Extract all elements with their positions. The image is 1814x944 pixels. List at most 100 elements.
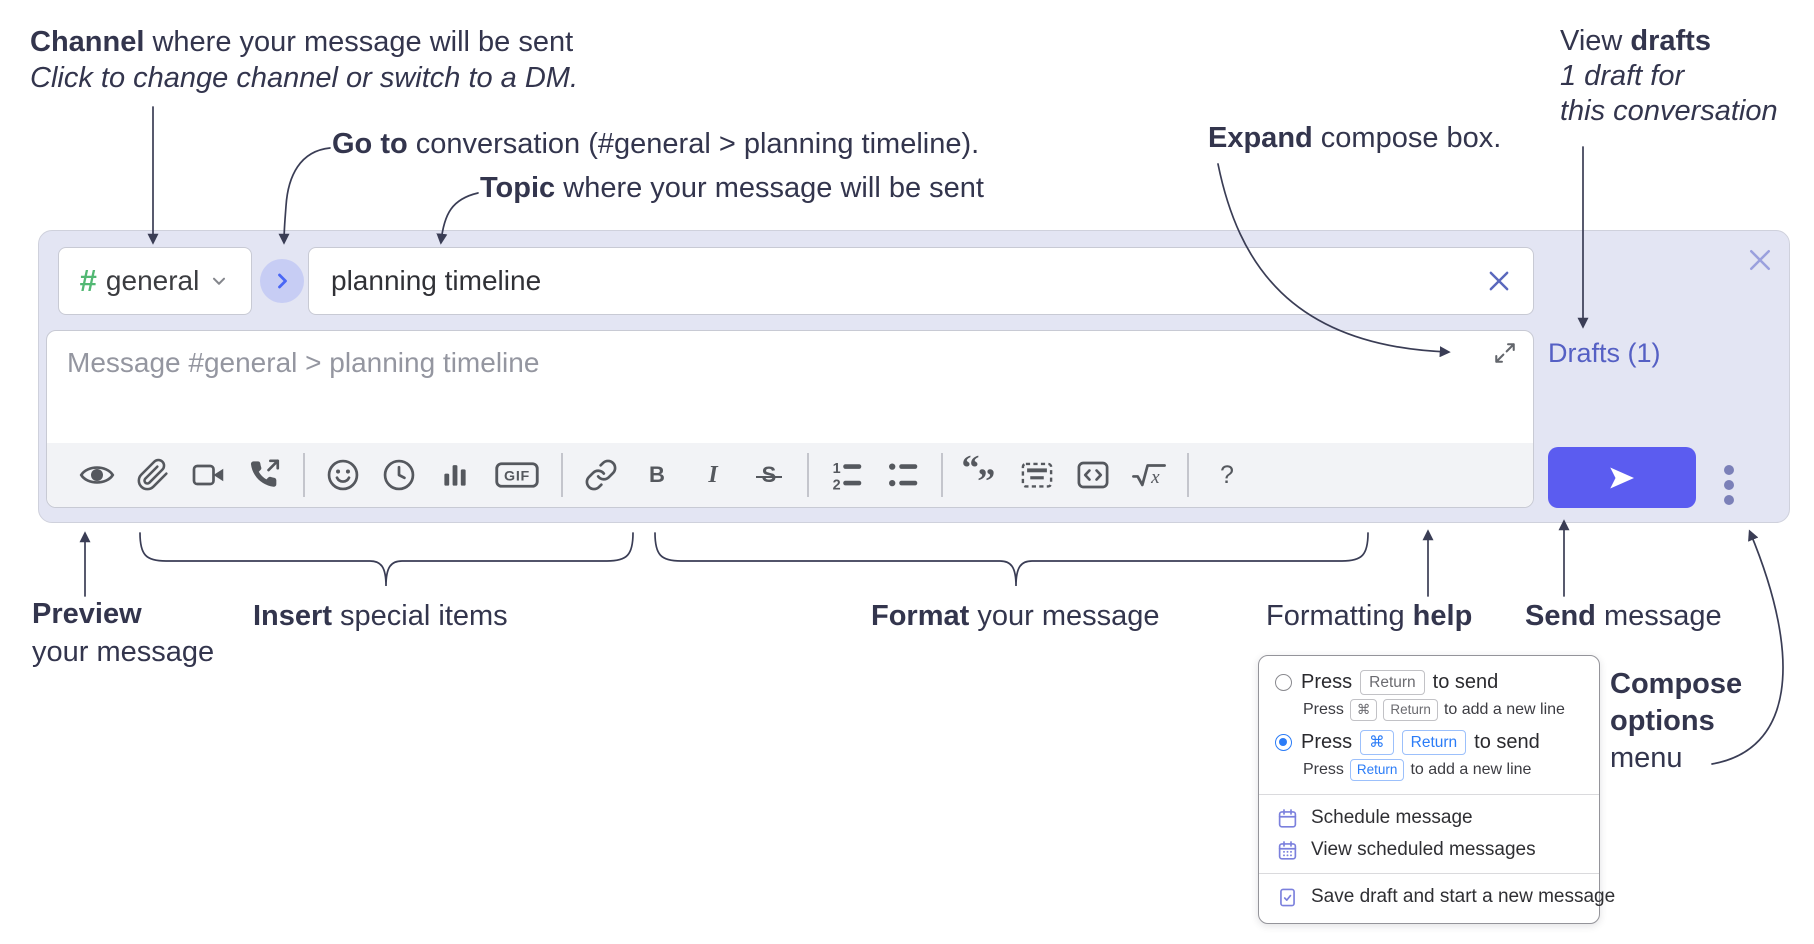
radio-unchecked-icon[interactable]: [1275, 674, 1292, 691]
math-button[interactable]: x: [1128, 451, 1170, 499]
video-call-button[interactable]: [188, 451, 230, 499]
add-global-time-button[interactable]: [378, 451, 420, 499]
menu-divider: [1259, 873, 1599, 874]
numbered-list-icon: 1 2: [833, 461, 862, 493]
paperclip-icon: [137, 458, 168, 491]
insert-annotation: Insert special items: [253, 598, 508, 634]
bold-icon: B: [649, 462, 665, 487]
menu-item-schedule-message[interactable]: Schedule message: [1259, 802, 1599, 834]
option-text: Press: [1301, 731, 1353, 753]
menu-item-label: View scheduled messages: [1311, 839, 1536, 860]
menu-item-label: Schedule message: [1311, 807, 1473, 828]
quote-icon: “ ”: [962, 448, 996, 502]
annotation-text: Topic: [480, 172, 556, 204]
voice-call-button[interactable]: [244, 451, 286, 499]
radio-checked-icon[interactable]: [1275, 734, 1292, 751]
message-area: GIF B I S: [46, 330, 1534, 508]
insert-link-button[interactable]: [580, 451, 622, 499]
chevron-down-icon: [213, 277, 226, 285]
expand-compose-button[interactable]: [1491, 339, 1519, 367]
preview-message-button[interactable]: [76, 451, 118, 499]
send-option-cmd-enter[interactable]: Press ⌘ Return to send: [1259, 727, 1599, 757]
add-poll-button[interactable]: [434, 451, 476, 499]
annotation-text: message: [1595, 600, 1722, 632]
italic-button[interactable]: I: [692, 451, 734, 499]
option-text: Press: [1303, 701, 1344, 718]
svg-text:x: x: [1150, 467, 1160, 488]
channel-selector-button[interactable]: # general: [58, 247, 252, 315]
bulleted-list-icon: [889, 463, 918, 487]
spoiler-button[interactable]: [1016, 451, 1058, 499]
return-key: Return: [1401, 730, 1467, 755]
add-emoji-button[interactable]: [322, 451, 364, 499]
annotation-text: Format: [871, 600, 970, 632]
strikethrough-button[interactable]: S: [748, 451, 790, 499]
option-text: to add a new line: [1443, 701, 1565, 718]
compose-options-annotation: Compose options menu: [1610, 666, 1742, 777]
add-gif-button[interactable]: GIF: [490, 451, 544, 499]
annotation-text: Preview: [32, 598, 142, 630]
bulleted-list-button[interactable]: [882, 451, 924, 499]
eye-icon: [79, 466, 115, 484]
calendar-grid-icon: [1278, 840, 1297, 860]
compose-options-menu: Press Return to send Press ⌘ Return to a…: [1258, 655, 1615, 924]
bold-button[interactable]: B: [636, 451, 678, 499]
close-icon: [1750, 250, 1770, 270]
quote-button[interactable]: “ ”: [960, 448, 1002, 502]
topic-annotation: Topic where your message will be sent: [480, 170, 984, 206]
svg-text:“: “: [962, 448, 980, 488]
annotation-text: conversation (#general > planning timeli…: [407, 128, 980, 160]
clear-topic-button[interactable]: [1481, 263, 1517, 299]
annotation-text: help: [1412, 600, 1473, 632]
option-text: Press: [1303, 761, 1344, 778]
drafts-annotation: View drafts 1 draft for this conversatio…: [1560, 24, 1778, 129]
menu-item-save-draft-new-message[interactable]: Save draft and start a new message: [1259, 881, 1615, 913]
annotation-text: Send: [1525, 600, 1596, 632]
annotation-text: this conversation: [1560, 95, 1778, 127]
code-button[interactable]: [1072, 451, 1114, 499]
drafts-link[interactable]: Drafts (1): [1548, 338, 1661, 368]
send-button[interactable]: [1548, 447, 1696, 508]
calendar-icon: [1278, 808, 1297, 828]
video-camera-icon: [192, 464, 224, 486]
channel-hash-icon: #: [79, 263, 97, 298]
draft-document-check-icon: [1280, 888, 1295, 906]
topic-input[interactable]: [329, 264, 1481, 298]
menu-item-label: Save draft and start a new message: [1311, 886, 1616, 907]
message-input[interactable]: [47, 331, 1533, 443]
close-compose-button[interactable]: [1740, 240, 1780, 280]
bar-chart-icon: [444, 465, 466, 486]
annotation-text: Go to: [332, 128, 408, 160]
link-icon: [585, 459, 617, 491]
annotation-text: where your message will be sent: [555, 172, 984, 204]
annotation-text: View: [1560, 25, 1631, 57]
preview-annotation: Preview your message: [32, 595, 214, 671]
annotation-text: your message: [969, 600, 1160, 632]
formatting-help-button[interactable]: ?: [1206, 451, 1248, 499]
send-option-enter[interactable]: Press Return to send: [1259, 667, 1599, 697]
channel-annotation: Channel where your message will be sent …: [30, 24, 578, 96]
goto-annotation: Go to conversation (#general > planning …: [332, 126, 979, 162]
numbered-list-button[interactable]: 1 2: [826, 451, 868, 499]
toolbar-separator: [303, 453, 305, 497]
attach-file-button[interactable]: [132, 451, 174, 499]
compose-options-menu-button[interactable]: [1710, 458, 1748, 512]
chevron-right-icon: [278, 273, 287, 289]
go-to-conversation-button[interactable]: [260, 259, 304, 303]
annotation-text: special items: [331, 600, 508, 632]
toolbar-separator: [561, 453, 563, 497]
brace-insert-group: [139, 532, 634, 587]
option-text: to send: [1474, 731, 1540, 753]
send-paper-plane-icon: [1610, 467, 1634, 488]
return-key: Return: [1349, 759, 1405, 781]
annotation-text: Expand: [1208, 122, 1313, 154]
close-icon: [1489, 271, 1509, 291]
strikethrough-icon: S: [755, 462, 783, 488]
annotation-text: Click to change channel or switch to a D…: [30, 62, 579, 94]
smiley-icon: [327, 459, 359, 491]
formatting-help-annotation: Formatting help: [1266, 598, 1472, 634]
menu-item-view-scheduled-messages[interactable]: View scheduled messages: [1259, 834, 1599, 866]
svg-text:GIF: GIF: [504, 469, 530, 485]
send-option-enter-subtext: Press ⌘ Return to add a new line: [1259, 697, 1599, 727]
